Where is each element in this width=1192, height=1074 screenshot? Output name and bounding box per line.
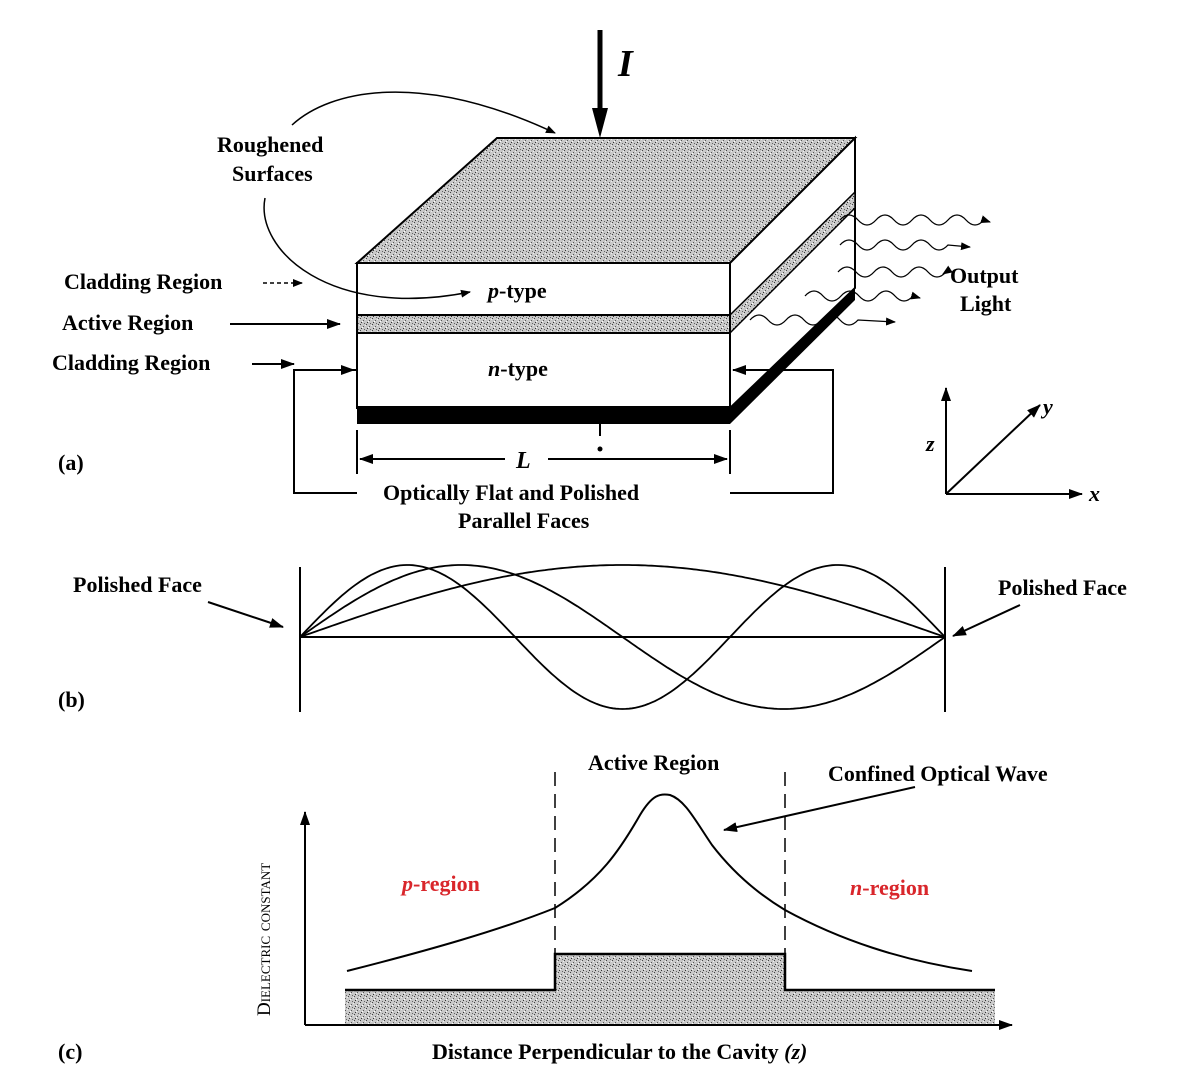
p-region-suffix: -region	[413, 871, 480, 896]
axis-y-label: y	[1040, 394, 1053, 419]
axis-z-label: z	[925, 431, 935, 456]
panel-c-label: (c)	[58, 1039, 82, 1064]
active-region-label-a: Active Region	[62, 310, 193, 335]
svg-text:n-region: n-region	[850, 875, 929, 900]
y-axis-label: Dielectric constant	[254, 863, 275, 1016]
axis-x-label: x	[1088, 481, 1100, 506]
cladding-region-top-label: Cladding Region	[64, 269, 222, 294]
roughened-arrow-bottom	[263, 197, 471, 300]
svg-text:p-type: p-type	[486, 278, 547, 303]
n-type-prefix: n	[488, 356, 500, 381]
cladding-region-bottom-label: Cladding Region	[52, 350, 210, 375]
mode-2-curve	[299, 564, 946, 710]
panel-b-label: (b)	[58, 687, 85, 712]
mode-1-curve	[299, 564, 946, 638]
svg-text:Distance Perpendicular to the: Distance Perpendicular to the Cavity (z)	[432, 1039, 807, 1064]
svg-text:n-type: n-type	[488, 356, 548, 381]
roughened-surfaces-line1: Roughened	[217, 132, 323, 157]
output-light-line2: Light	[960, 291, 1012, 316]
panel-a-label: (a)	[58, 450, 84, 475]
mode-3-curve	[299, 564, 946, 710]
active-layer	[356, 314, 731, 334]
current-symbol: I	[617, 43, 634, 85]
panel-a: I p-type n-type Roughened Surfaces Cladd…	[52, 30, 1100, 533]
p-type-suffix: -type	[499, 278, 547, 303]
p-region-prefix: p	[400, 871, 413, 896]
x-axis-label-main: Distance Perpendicular to the Cavity	[432, 1039, 784, 1064]
panel-c: Active Region Confined Optical Wave p-re…	[58, 750, 1048, 1064]
n-cladding-layer	[356, 332, 731, 409]
coordinate-axes: z x y	[925, 387, 1100, 506]
polished-faces-line2: Parallel Faces	[458, 508, 590, 533]
n-region-prefix: n	[850, 875, 862, 900]
x-axis-label-var: (z)	[784, 1039, 807, 1064]
svg-text:p-region: p-region	[400, 871, 480, 896]
polished-faces-line1: Optically Flat and Polished	[383, 480, 639, 505]
confined-optical-wave	[346, 793, 973, 972]
n-region-suffix: -region	[862, 875, 929, 900]
polished-face-right-label: Polished Face	[998, 575, 1127, 600]
length-symbol: L	[515, 448, 531, 474]
standing-wave-modes	[299, 564, 946, 710]
p-type-prefix: p	[486, 278, 499, 303]
dielectric-profile	[345, 954, 995, 1025]
output-light-waves	[749, 214, 991, 326]
active-region-label-c: Active Region	[588, 750, 719, 775]
n-type-suffix: -type	[500, 356, 548, 381]
panel-b: Polished Face Polished Face (b)	[58, 564, 1127, 712]
output-light-line1: Output	[950, 263, 1019, 288]
roughened-surfaces-line2: Surfaces	[232, 161, 313, 186]
confined-wave-label: Confined Optical Wave	[828, 761, 1048, 786]
roughened-arrow-top	[291, 91, 556, 134]
bottom-contact	[357, 406, 730, 424]
polished-face-left-label: Polished Face	[73, 572, 202, 597]
